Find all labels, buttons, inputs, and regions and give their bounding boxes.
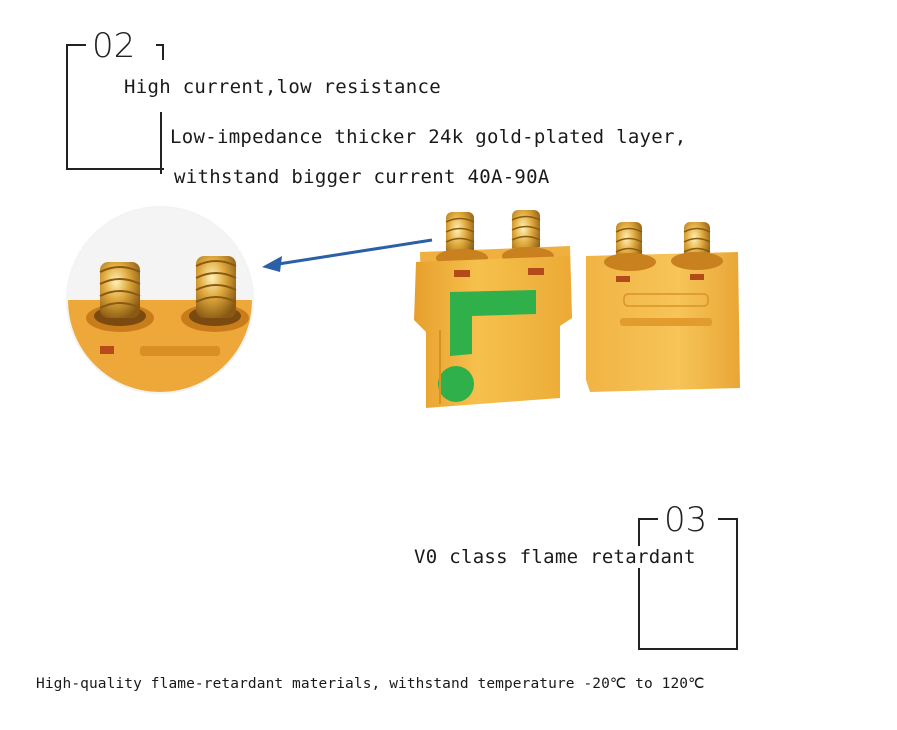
footer-note: High-quality flame-retardant materials, … [36, 676, 705, 692]
connector-back [586, 222, 740, 392]
zoom-detail-circle [66, 206, 254, 394]
pointer-arrow [262, 238, 433, 272]
callout-03-bracket [638, 518, 738, 650]
zoom-pin-right [195, 256, 237, 318]
bracket-tick [66, 44, 86, 46]
connector-front [414, 210, 572, 408]
callout-02-number: 02 [88, 26, 140, 66]
callout-02-detail-line1: Low-impedance thicker 24k gold-plated la… [170, 126, 687, 148]
callout-02-heading: High current,low resistance [124, 76, 441, 98]
bracket-tick [638, 518, 658, 520]
callout-02-bracket [66, 44, 164, 170]
callout-02-detail-line2: withstand bigger current 40A-90A [174, 166, 550, 188]
bracket-tick [156, 44, 164, 60]
callout-03-number: 03 [660, 500, 712, 540]
zoom-pin-left [99, 262, 141, 318]
callout-03-heading: V0 class flame retardant [414, 546, 700, 568]
callout-02-divider [160, 112, 162, 174]
bracket-tick [718, 518, 738, 520]
